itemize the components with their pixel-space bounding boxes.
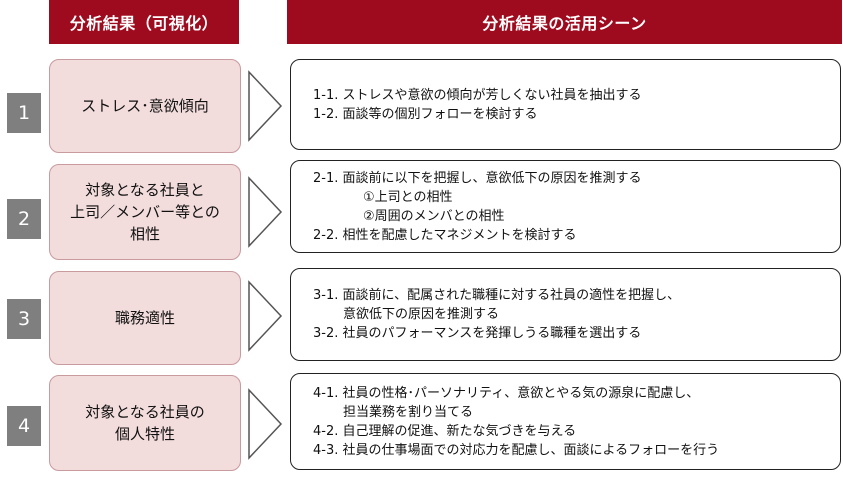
category-box: 職務適性 [49,271,241,365]
row-number: 1 [7,93,41,133]
usage-item: 4-3. 社員の仕事場面での対応力を配慮し、面談によるフォローを行う [313,442,720,458]
row-number: 3 [7,299,41,339]
header-analysis-results: 分析結果（可視化） [49,0,239,44]
usage-item: 4-2. 自己理解の促進、新たな気づきを与える [313,423,577,439]
usage-item-continued: 担当業務を割り当てる [343,404,474,420]
row-2: 2 対象となる社員と 上司／メンバー等との 相性 2-1. 面談前に以下を把握し… [0,160,843,260]
category-box: ストレス･意欲傾向 [49,59,241,153]
row-number: 4 [7,406,41,446]
usage-item-continued: 意欲低下の原因を推測する [343,307,500,322]
usage-box: 2-1. 面談前に以下を把握し、意欲低下の原因を推測する ①上司との相性 ②周囲… [290,160,841,253]
usage-subitem: ①上司との相性 [363,189,453,205]
chevron-right-icon [248,70,283,142]
usage-item: 4-1. 社員の性格･パーソナリティ、意欲とやる気の源泉に配慮し、 [313,385,700,401]
usage-subitem: ②周囲のメンバとの相性 [363,208,505,224]
chevron-right-icon [248,176,283,248]
row-3: 3 職務適性 3-1. 面談前に、配属された職種に対する社員の適性を把握し、 意… [0,266,843,365]
chevron-right-icon [248,280,283,352]
usage-box: 1-1. ストレスや意欲の傾向が芳しくない社員を抽出する 1-2. 面談等の個別… [290,59,841,150]
row-4: 4 対象となる社員の 個人特性 4-1. 社員の性格･パーソナリティ、意欲とやる… [0,372,843,471]
usage-item: 1-1. ストレスや意欲の傾向が芳しくない社員を抽出する [313,87,642,103]
row-1: 1 ストレス･意欲傾向 1-1. ストレスや意欲の傾向が芳しくない社員を抽出する… [0,56,843,154]
usage-box: 3-1. 面談前に、配属された職種に対する社員の適性を把握し、 意欲低下の原因を… [290,268,841,361]
usage-box: 4-1. 社員の性格･パーソナリティ、意欲とやる気の源泉に配慮し、 担当業務を割… [290,373,841,470]
usage-item: 1-2. 面談等の個別フォローを検討する [313,106,538,122]
header-usage-scenes: 分析結果の活用シーン [287,0,842,44]
usage-item: 3-1. 面談前に、配属された職種に対する社員の適性を把握し、 [313,288,681,303]
chevron-right-icon [248,388,283,460]
category-box: 対象となる社員の 個人特性 [49,375,241,471]
row-number: 2 [7,199,41,239]
usage-item: 3-2. 社員のパフォーマンスを発揮しうる職種を選出する [313,326,642,341]
usage-item: 2-1. 面談前に以下を把握し、意欲低下の原因を推測する [313,170,642,186]
category-box: 対象となる社員と 上司／メンバー等との 相性 [49,164,241,260]
usage-item: 2-2. 相性を配慮したマネジメントを検討する [313,227,577,243]
